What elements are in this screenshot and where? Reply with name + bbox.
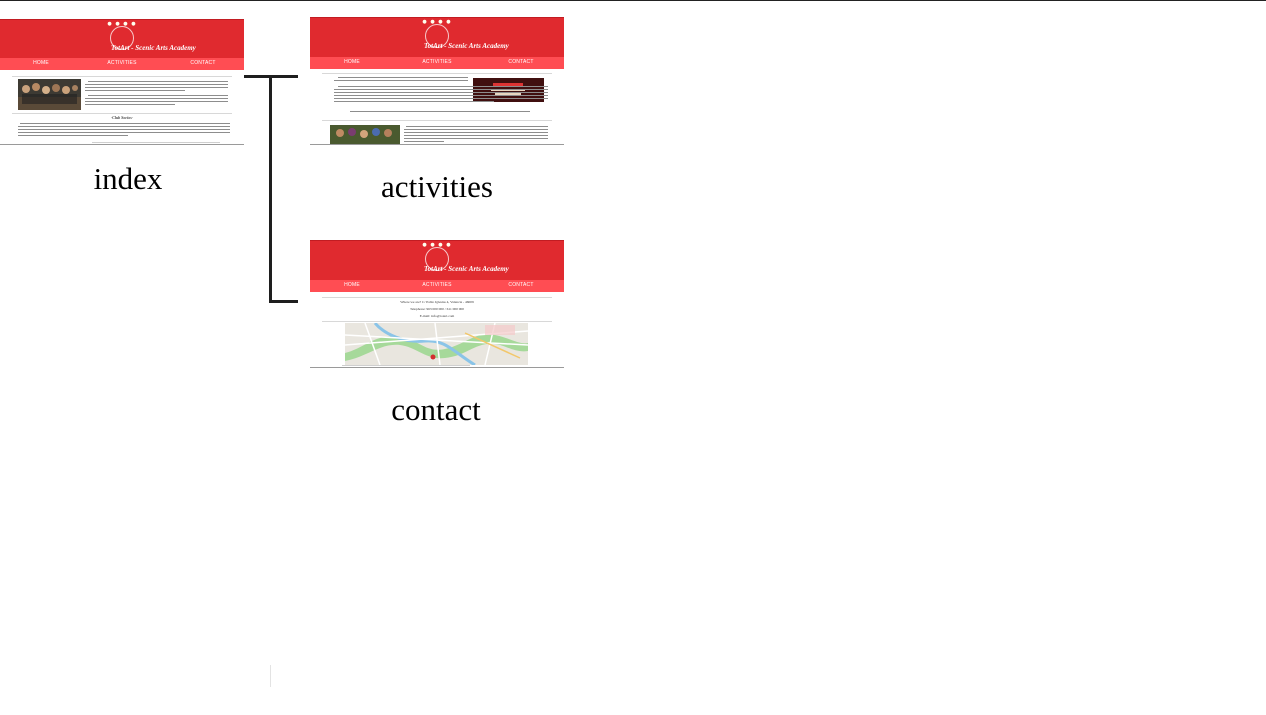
- email-line: E-mail: info@totart.com: [419, 314, 455, 318]
- divider: [322, 120, 552, 121]
- academy-logo-icon: [110, 26, 134, 50]
- connector-index-horizontal: [244, 75, 271, 78]
- address-line: Where we are? C/ Pablo Iglesias 4, Valen…: [400, 300, 474, 304]
- footer-shadow: [342, 365, 470, 366]
- site-nav: HOME ACTIVITIES CONTACT: [0, 58, 244, 70]
- academy-logo-icon: [425, 247, 449, 271]
- site-header: ● ● ● ● TotArt - Scenic Arts Academy: [0, 19, 244, 59]
- nav-home-link[interactable]: HOME: [33, 60, 49, 66]
- faint-mark: [270, 665, 271, 687]
- nav-contact-link[interactable]: CONTACT: [190, 60, 216, 66]
- activities-page-thumbnail[interactable]: ● ● ● ● TotArt - Scenic Arts Academy HOM…: [310, 17, 564, 145]
- contact-label: contact: [391, 392, 481, 427]
- location-map[interactable]: [345, 323, 528, 365]
- students-photo: [18, 79, 81, 110]
- nav-home-link[interactable]: HOME: [344, 282, 360, 288]
- divider: [12, 113, 232, 114]
- connector-vertical-trunk: [269, 75, 272, 303]
- club-socios-heading: -Club Socios-: [110, 115, 134, 120]
- site-title: TotArt - Scenic Arts Academy: [111, 44, 196, 52]
- index-page-thumbnail[interactable]: ● ● ● ● TotArt - Scenic Arts Academy HOM…: [0, 19, 244, 145]
- logo-dots: ● ● ● ●: [422, 242, 452, 248]
- site-nav: HOME ACTIVITIES CONTACT: [310, 57, 564, 69]
- nav-activities-link[interactable]: ACTIVITIES: [107, 60, 137, 66]
- divider: [322, 297, 552, 298]
- site-header: ● ● ● ● TotArt - Scenic Arts Academy: [310, 17, 564, 58]
- students-photo: [330, 125, 400, 144]
- site-nav: HOME ACTIVITIES CONTACT: [310, 280, 564, 292]
- divider: [12, 76, 232, 77]
- nav-activities-link[interactable]: ACTIVITIES: [422, 59, 452, 65]
- activities-label: activities: [381, 169, 493, 204]
- logo-dots: ● ● ● ●: [107, 21, 137, 27]
- nav-contact-link[interactable]: CONTACT: [508, 282, 534, 288]
- site-title: TotArt - Scenic Arts Academy: [424, 265, 509, 273]
- map-pin-icon: [430, 354, 436, 360]
- site-header: ● ● ● ● TotArt - Scenic Arts Academy: [310, 240, 564, 281]
- divider: [322, 73, 552, 74]
- nav-activities-link[interactable]: ACTIVITIES: [422, 282, 452, 288]
- nav-contact-link[interactable]: CONTACT: [508, 59, 534, 65]
- index-label: index: [93, 161, 163, 196]
- top-rule: [0, 0, 1266, 1]
- contact-page-thumbnail[interactable]: ● ● ● ● TotArt - Scenic Arts Academy HOM…: [310, 240, 564, 368]
- site-title: TotArt - Scenic Arts Academy: [424, 42, 509, 50]
- logo-dots: ● ● ● ●: [422, 19, 452, 25]
- divider: [322, 321, 552, 322]
- telephone-line: Telephone: 963 000 000 / 611 000 000: [410, 307, 464, 311]
- connector-contact-branch: [269, 300, 298, 303]
- nav-home-link[interactable]: HOME: [344, 59, 360, 65]
- connector-activities-branch: [269, 75, 298, 78]
- footer-shadow: [92, 142, 220, 143]
- academy-logo-icon: [425, 24, 449, 48]
